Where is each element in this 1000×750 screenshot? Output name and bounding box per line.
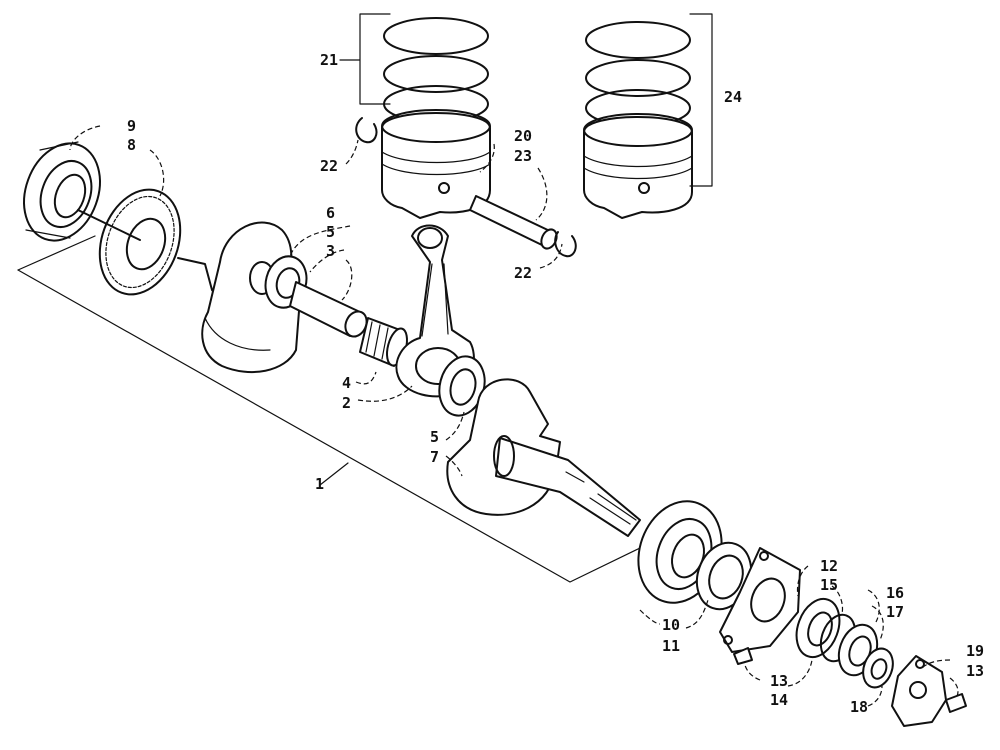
callout-14: 14: [770, 691, 788, 709]
callout-12: 12: [820, 557, 838, 575]
piston-ring-set-left: [383, 17, 489, 123]
callout-19: 19: [966, 642, 984, 660]
callout-8: 8: [127, 136, 136, 154]
callout-1: 1: [315, 475, 324, 493]
crankshaft-assembly-bracket: [17, 235, 641, 583]
bearing-retainer-plate: [719, 547, 801, 653]
retainer-screw-right: [945, 693, 967, 713]
callout-17: 17: [886, 603, 904, 621]
right-crank-web: [446, 378, 641, 537]
callout-7: 7: [430, 448, 439, 466]
callout-2: 2: [342, 394, 351, 412]
callout-9: 9: [127, 117, 136, 135]
crank-pin: [289, 281, 368, 338]
leader-lines: [69, 13, 959, 707]
callout-5-upper: 5: [326, 223, 335, 241]
callout-16: 16: [886, 584, 904, 602]
spacer-washer: [862, 647, 894, 689]
callout-6: 6: [326, 204, 335, 222]
callout-21: 21: [320, 51, 338, 69]
callout-15: 15: [820, 576, 838, 594]
callout-4: 4: [342, 374, 351, 392]
callout-18: 18: [850, 698, 868, 716]
callout-10: 10: [662, 616, 680, 634]
callout-labels: 1 2 3 4 5 5 6 7 8 9 10 11 12 13 13 14 15…: [127, 51, 984, 716]
piston-right: [583, 113, 693, 219]
outer-bearing: [795, 597, 841, 659]
end-cover-plate: [891, 655, 947, 727]
circlip-upper: [355, 117, 378, 144]
callout-5-lower: 5: [430, 428, 439, 446]
callout-3: 3: [326, 242, 335, 260]
callout-13-left: 13: [770, 672, 788, 690]
callout-22-lower: 22: [514, 264, 532, 282]
circlip-lower: [554, 231, 577, 258]
callout-20: 20: [514, 127, 532, 145]
callout-24: 24: [724, 88, 742, 106]
left-bearing: [23, 141, 101, 242]
piston-pin: [469, 195, 558, 250]
callout-11: 11: [662, 637, 680, 655]
callout-13-right: 13: [966, 662, 984, 680]
right-thrust-washer: [438, 355, 486, 417]
callout-23: 23: [514, 147, 532, 165]
drive-gear: [77, 188, 182, 296]
retainer-screw-left: [733, 647, 753, 665]
piston-ring-set-right: [585, 21, 691, 127]
callout-22-upper: 22: [320, 157, 338, 175]
